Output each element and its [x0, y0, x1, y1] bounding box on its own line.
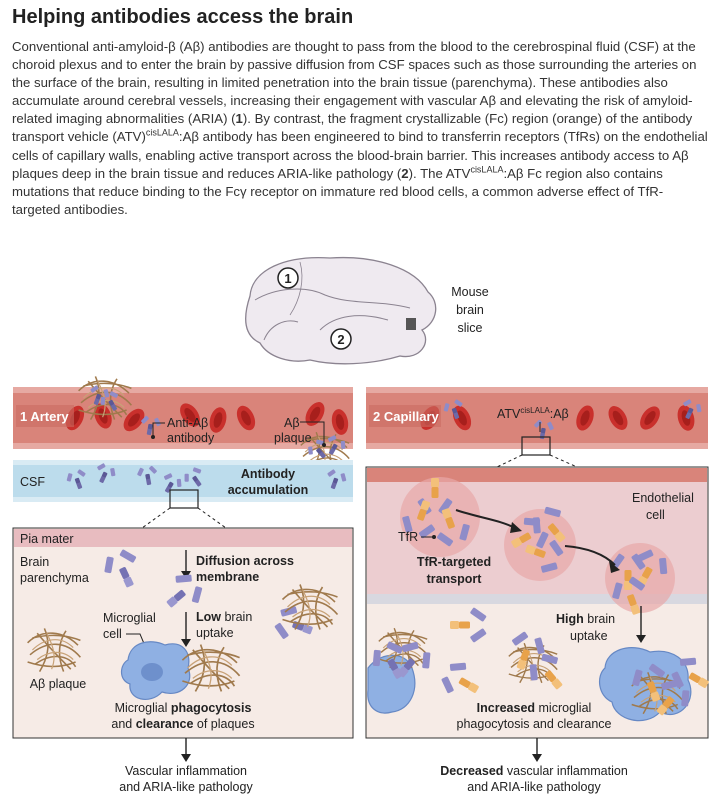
paragraph-part-5: :Aβ Fc region also contains mutations th…: [12, 165, 664, 217]
capillary-outcome-line2: and ARIA-like pathology: [467, 780, 601, 794]
low-uptake-rest: brain: [221, 610, 252, 624]
endothelial-label-line1: Endothelial: [632, 491, 694, 505]
microglial-label-line1: Microglial: [103, 611, 156, 625]
phago-l2-b: clearance: [136, 717, 194, 731]
antibody-accumulation-line1: Antibody: [241, 467, 295, 481]
artery-panel: 1 Artery Anti-Aβ antibody Aβ plaque CSF …: [12, 375, 354, 794]
anti-ab-label-line2: antibody: [167, 431, 215, 445]
page-title: Helping antibodies access the brain: [12, 6, 354, 28]
phago-l1-b: phagocytosis: [171, 701, 252, 715]
csf-label: CSF: [20, 475, 45, 489]
ab-plaque-tissue-label: Aβ plaque: [30, 677, 87, 691]
high-uptake-rest: brain: [584, 612, 615, 626]
atv-main: ATV: [497, 407, 521, 421]
diffusion-label-line1: Diffusion across: [196, 554, 294, 568]
atv-label: ATVcisLALA:Aβ: [497, 406, 569, 421]
ab-plaque-label-line1: Aβ: [284, 416, 300, 430]
capillary-outcome-rest: vascular inflammation: [503, 764, 627, 778]
capillary-panel-header: 2 Capillary: [373, 409, 440, 424]
tfr-transport-line1: TfR-targeted: [417, 555, 491, 569]
cislala-superscript-1: cisLALA: [145, 128, 179, 139]
pia-mater-label: Pia mater: [20, 532, 74, 546]
increased-line2: phagocytosis and clearance: [457, 717, 612, 731]
phagocytosis-line2: and clearance of plaques: [111, 717, 254, 731]
description-paragraph: Conventional anti-amyloid-β (Aβ) antibod…: [12, 38, 709, 219]
high-uptake-line2: uptake: [570, 629, 608, 643]
paragraph-part-4: ). The ATV: [408, 165, 471, 181]
high-uptake-bold: High: [556, 612, 584, 626]
capillary-panel: 2 Capillary ATVcisLALA:Aβ Endothelial ce…: [365, 387, 717, 794]
low-uptake-line2: uptake: [196, 626, 234, 640]
capillary-outcome-bold: Decreased: [440, 764, 503, 778]
artery-outcome-line2: and ARIA-like pathology: [119, 780, 253, 794]
anti-ab-label-line1: Anti-Aβ: [167, 416, 208, 430]
brain-marker-1: [277, 267, 299, 289]
phago-l2-a: and: [111, 717, 135, 731]
increased-rest: microglial: [535, 701, 591, 715]
increased-bold: Increased: [477, 701, 535, 715]
paragraph-part-1: Conventional anti-amyloid-β (Aβ) antibod…: [12, 39, 697, 127]
ref-marker-1: 1: [235, 111, 243, 127]
paragraph-part-2: ). By contrast, the fragment crystalliza…: [12, 111, 693, 145]
phago-l1-a: Microglial: [115, 701, 171, 715]
artery-outcome-line1: Vascular inflammation: [125, 764, 247, 778]
endothelial-label-line2: cell: [646, 508, 665, 522]
ref-marker-2: 2: [401, 165, 409, 181]
phagocytosis-line1: Microglial phagocytosis: [115, 701, 252, 715]
tfr-transport-line2: transport: [427, 572, 483, 586]
artery-panel-header: 1 Artery: [20, 409, 69, 424]
antibody-accumulation-line2: accumulation: [228, 483, 309, 497]
brain-marker-2: [330, 328, 352, 350]
cislala-superscript-2: cisLALA: [470, 164, 504, 175]
brain-label-line3: slice: [457, 321, 482, 335]
increased-line1: Increased microglial: [477, 701, 592, 715]
diffusion-label-line2: membrane: [196, 570, 259, 584]
brain-marker-2-label: 2: [337, 332, 344, 347]
brain-parenchyma-line2: parenchyma: [20, 571, 89, 585]
low-uptake-line1: Low brain: [196, 610, 252, 624]
brain-marker-1-label: 1: [284, 271, 291, 286]
tfr-label: TfR: [398, 530, 418, 544]
atv-sup: cisLALA: [520, 406, 550, 415]
brain-parenchyma-line1: Brain: [20, 555, 49, 569]
paragraph-part-3: :Aβ antibody has been engineered to bind…: [12, 129, 708, 181]
phago-l2-c: of plaques: [193, 717, 254, 731]
atv-tail: :Aβ: [550, 407, 569, 421]
capillary-outcome-line1: Decreased vascular inflammation: [440, 764, 628, 778]
low-uptake-bold: Low: [196, 610, 221, 624]
microglial-label-line2: cell: [103, 627, 122, 641]
high-uptake-line1: High brain: [556, 612, 615, 626]
ab-plaque-label-line2: plaque: [274, 431, 312, 445]
brain-label-line2: brain: [456, 303, 484, 317]
brain-label-line1: Mouse: [451, 285, 489, 299]
mouse-brain-illustration: 1 2 Mouse brain slice: [245, 256, 489, 365]
